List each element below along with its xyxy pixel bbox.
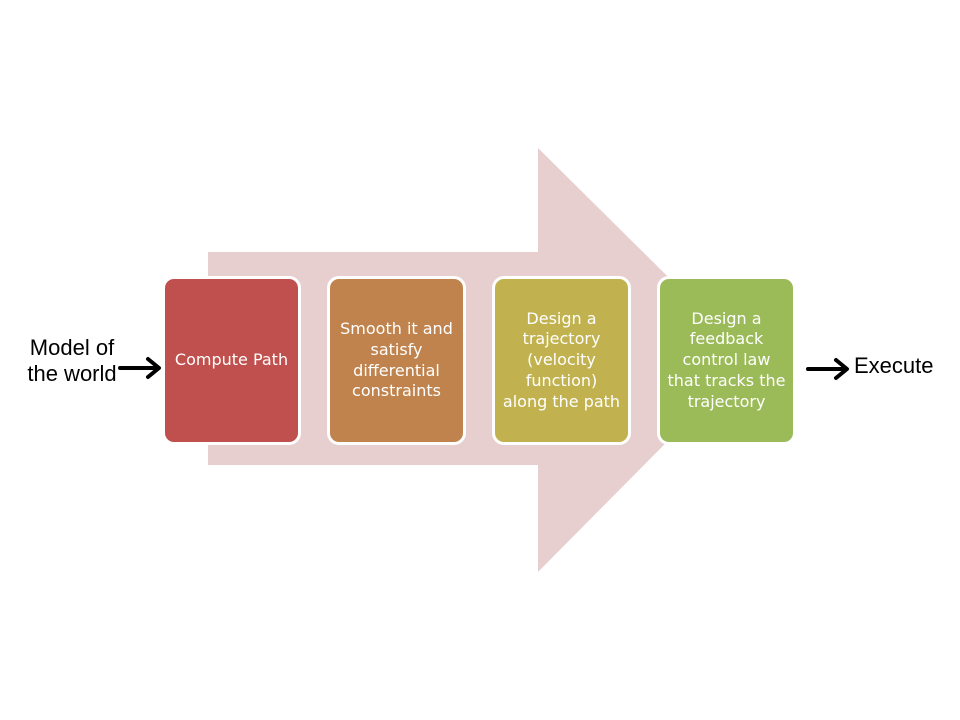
input-label: Model of the world: [27, 335, 117, 387]
output-label: Execute: [854, 353, 934, 378]
step-feedback-control: Design a feedback control law that track…: [657, 276, 796, 445]
process-flow-arrow-shape: [208, 148, 750, 572]
input-arrow-icon: [118, 357, 161, 379]
step-label: Design a feedback control law that track…: [667, 308, 786, 411]
step-label: Smooth it and satisfy differential const…: [340, 318, 453, 401]
output-arrow-icon: [806, 358, 849, 380]
step-label: Compute Path: [174, 350, 289, 370]
step-label: Design a trajectory (velocity function) …: [502, 308, 621, 411]
step-design-trajectory: Design a trajectory (velocity function) …: [492, 276, 631, 445]
step-compute-path: Compute Path: [162, 276, 301, 445]
step-smooth-path: Smooth it and satisfy differential const…: [327, 276, 466, 445]
